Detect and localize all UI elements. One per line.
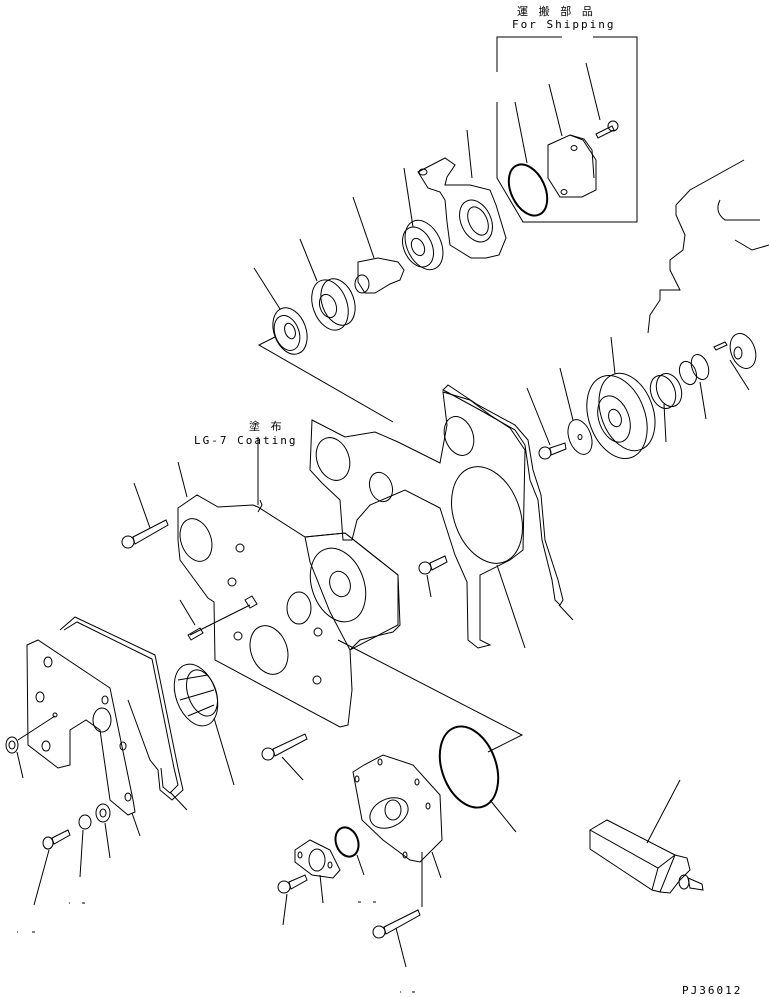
group-leader-line	[257, 336, 394, 423]
coating-label-en: LG-7 Coating	[194, 434, 298, 447]
pump-cover	[352, 754, 443, 879]
shipping-cover-plate	[547, 83, 597, 198]
drawing-id: PJ36012	[682, 984, 743, 997]
shipping-label-en: For Shipping	[512, 18, 616, 31]
bushing-right	[649, 373, 683, 443]
coating-label-jp: 塗 布	[249, 420, 284, 433]
shipping-label-jp: 運 搬 部 品	[517, 5, 595, 18]
bolt-lower-left	[33, 829, 71, 906]
gasket-left	[59, 616, 188, 811]
pin-washer-right	[713, 333, 757, 391]
oil-seal	[173, 663, 235, 786]
shipping-bolt	[585, 62, 619, 139]
dowel-pin	[179, 595, 258, 641]
bracket-housing	[417, 129, 507, 259]
outer-gasket	[442, 384, 564, 606]
idler-gear	[299, 238, 356, 331]
flange	[294, 839, 341, 904]
spacer-left	[78, 814, 92, 878]
washer-left	[95, 803, 111, 859]
nut-left	[5, 715, 56, 779]
callout-dashes	[17, 901, 415, 993]
leader-gasket	[558, 604, 574, 621]
o-ring-large	[438, 725, 517, 833]
shipping-parts-bracket	[496, 36, 638, 223]
plate-gasket	[309, 391, 526, 649]
leader-o-ring-large	[337, 639, 524, 753]
idler-shaft	[352, 196, 405, 294]
front-cover	[177, 437, 401, 728]
flange-bolt	[277, 874, 308, 926]
bearing-upper-right	[402, 167, 444, 271]
o-ring-small	[334, 826, 365, 876]
bolt-middle	[418, 555, 448, 598]
installation-tool	[588, 779, 704, 894]
pump-cover-bolt	[372, 852, 423, 968]
leader-plate	[496, 564, 526, 649]
engine-block-fragment	[647, 159, 769, 334]
bearing-upper-left	[253, 267, 308, 355]
bolt-upper-left	[121, 482, 169, 549]
hub-right	[678, 353, 710, 420]
thrust-washer-right	[559, 367, 593, 455]
cover-plate-left	[26, 639, 141, 837]
bolt-right	[526, 387, 567, 460]
timing-gear-right	[586, 336, 656, 460]
shipping-o-ring	[507, 101, 549, 217]
bolt-lower-center	[261, 733, 308, 781]
